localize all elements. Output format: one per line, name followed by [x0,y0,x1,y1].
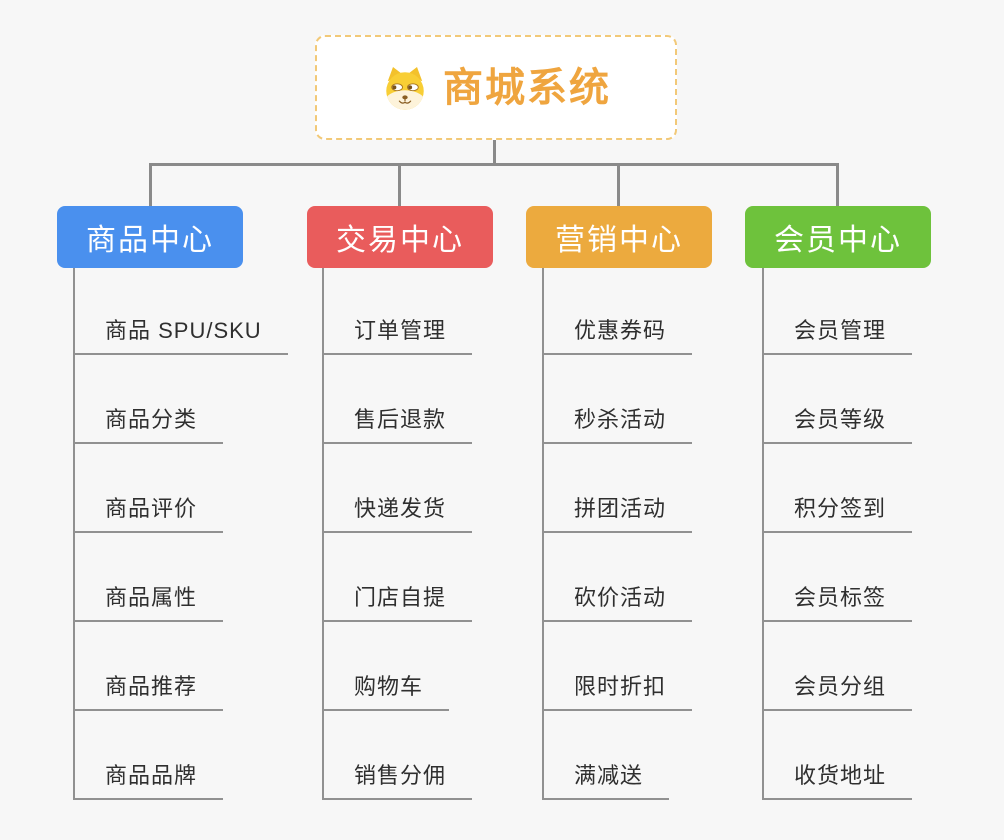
branch-member-center[interactable]: 会员中心 [745,206,931,268]
branch-label: 交易中心 [336,224,464,257]
leaf-topic[interactable]: 砍价活动 [544,533,693,622]
leaf-topic[interactable]: 会员等级 [764,355,913,444]
leaf-topic[interactable]: 秒杀活动 [544,355,693,444]
branch-label: 营销中心 [555,224,683,257]
leaf-topic[interactable]: 会员管理 [764,268,913,355]
branch-trade-children: 订单管理 售后退款 快递发货 门店自提 购物车 销售分佣 [322,268,473,800]
root-topic-title: 商城系统 [443,65,611,110]
leaf-topic[interactable]: 限时折扣 [544,622,693,711]
leaf-topic[interactable]: 商品推荐 [75,622,224,711]
branch-product-center[interactable]: 商品中心 [57,206,243,268]
leaf-topic[interactable]: 销售分佣 [324,711,473,800]
branch-label: 会员中心 [774,224,902,257]
branch-member-children: 会员管理 会员等级 积分签到 会员标签 会员分组 收货地址 [762,268,913,800]
leaf-topic[interactable]: 订单管理 [324,268,473,355]
leaf-topic[interactable]: 收货地址 [764,711,913,800]
leaf-topic[interactable]: 会员分组 [764,622,913,711]
leaf-topic[interactable]: 优惠券码 [544,268,693,355]
leaf-topic[interactable]: 满减送 [544,711,670,800]
dog-face-icon [386,66,424,110]
leaf-topic[interactable]: 商品 SPU/SKU [75,268,288,355]
leaf-topic[interactable]: 会员标签 [764,533,913,622]
branch-product-children: 商品 SPU/SKU 商品分类 商品评价 商品属性 商品推荐 商品品牌 [73,268,288,800]
leaf-topic[interactable]: 售后退款 [324,355,473,444]
connector-root-stem [493,140,496,165]
connector-drop-product [149,164,152,206]
leaf-topic[interactable]: 购物车 [324,622,450,711]
leaf-topic[interactable]: 商品品牌 [75,711,224,800]
connector-drop-member [836,164,839,206]
leaf-topic[interactable]: 门店自提 [324,533,473,622]
leaf-topic[interactable]: 商品评价 [75,444,224,533]
branch-label: 商品中心 [86,224,214,257]
branch-marketing-center[interactable]: 营销中心 [526,206,712,268]
leaf-topic[interactable]: 商品属性 [75,533,224,622]
connector-drop-marketing [617,164,620,206]
connector-trunk [149,163,839,166]
branch-marketing-children: 优惠券码 秒杀活动 拼团活动 砍价活动 限时折扣 满减送 [542,268,693,800]
leaf-topic[interactable]: 商品分类 [75,355,224,444]
root-topic-mall-system[interactable]: 商城系统 [315,35,677,140]
leaf-topic[interactable]: 积分签到 [764,444,913,533]
connector-drop-trade [398,164,401,206]
branch-trade-center[interactable]: 交易中心 [307,206,493,268]
leaf-topic[interactable]: 拼团活动 [544,444,693,533]
leaf-topic[interactable]: 快递发货 [324,444,473,533]
